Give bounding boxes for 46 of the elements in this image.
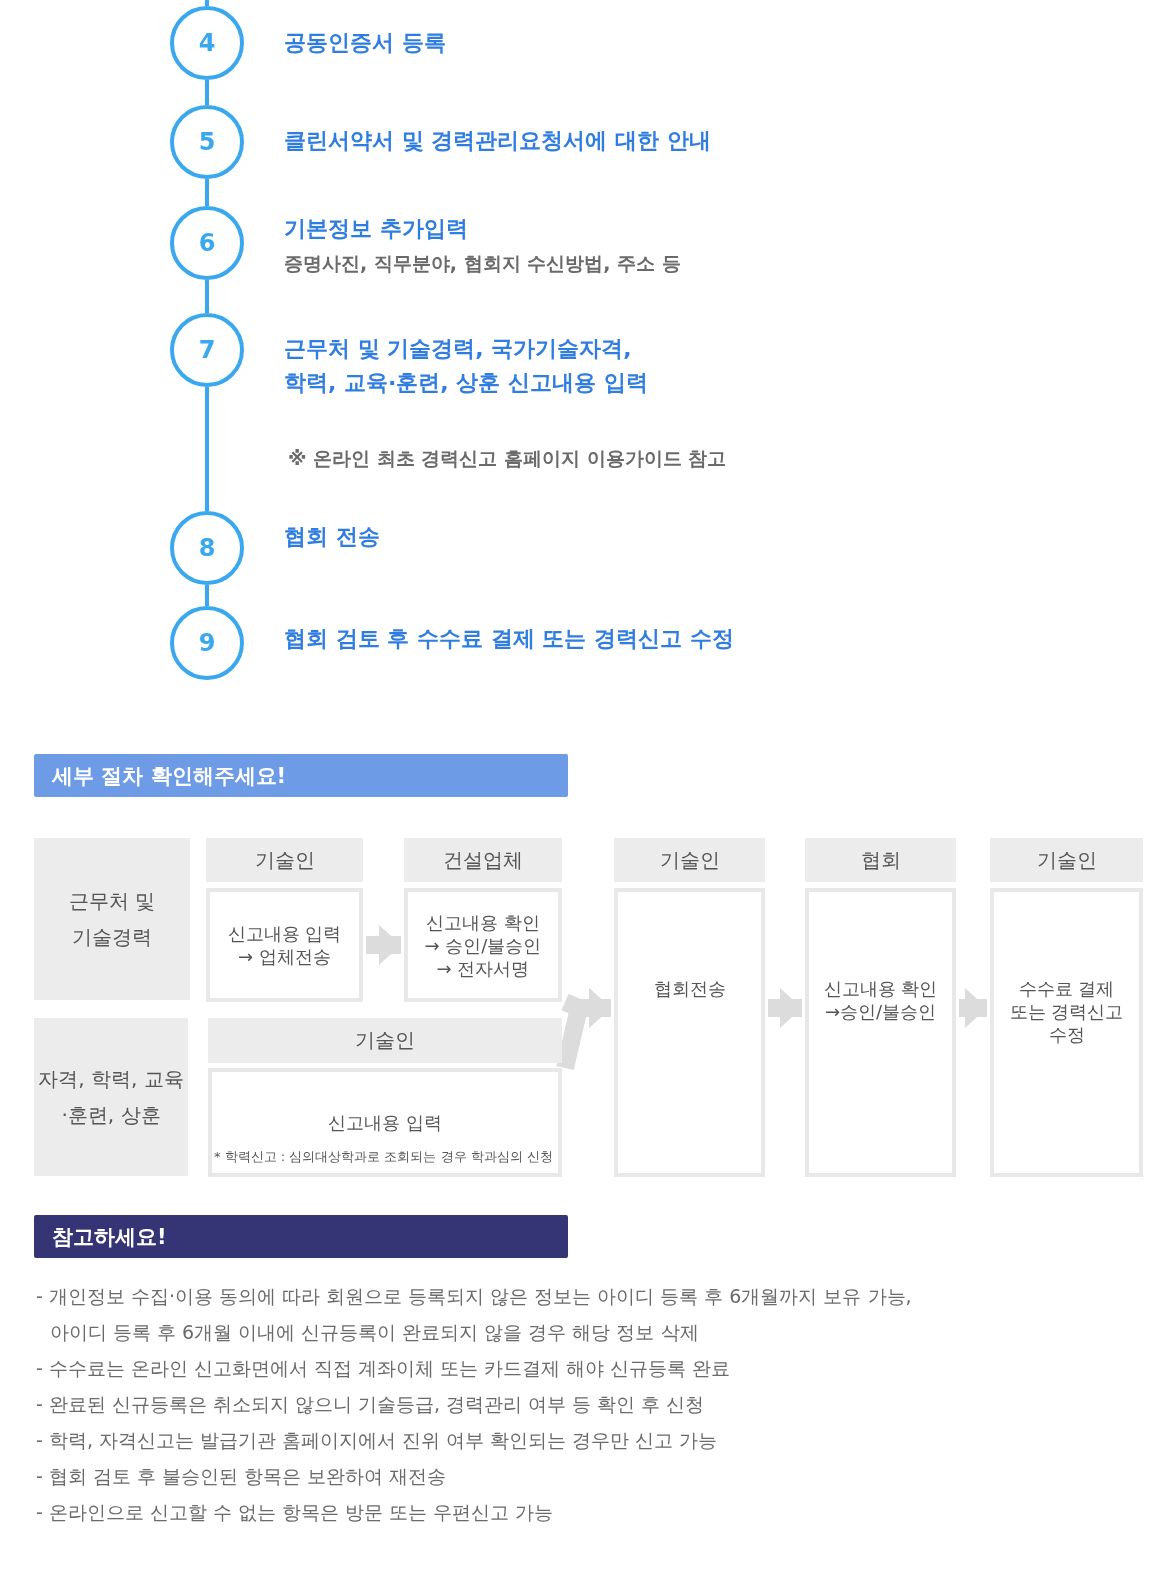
step-title: 공동인증서 등록 bbox=[284, 29, 446, 57]
note-text: ※ 온라인 최초 경력신고 홈페이지 이용가이드 참고 bbox=[288, 446, 728, 471]
row-header: 자격, 학력, 교육·훈련, 상훈 bbox=[34, 1018, 188, 1176]
step-circle: 5 bbox=[170, 105, 244, 179]
note-item: - 완료된 신규등록은 취소되지 않으니 기술등급, 경력관리 여부 등 확인 후 신청 bbox=[36, 1392, 706, 1417]
step-title: 협회 검토 후 수수료 결제 또는 경력신고 수정 bbox=[284, 625, 734, 653]
step-title: 클린서약서 및 경력관리요청서에 대한 안내 bbox=[284, 127, 711, 155]
arrow bbox=[959, 988, 987, 1028]
connector-line bbox=[205, 280, 209, 313]
note-item: - 협회 검토 후 불승인된 항목은 보완하여 재전송 bbox=[36, 1464, 448, 1489]
arrow bbox=[768, 988, 802, 1028]
column-header: 기술인 bbox=[206, 838, 363, 882]
step-title: 근무처 및 기술경력, 국가기술자격, 학력, 교육·훈련, 상훈 신고내용 입력 bbox=[284, 335, 649, 397]
step-circle: 6 bbox=[170, 206, 244, 280]
step-detail: 증명사진, 직무분야, 협회지 수신방법, 주소 등 bbox=[284, 251, 681, 276]
column-header: 협회 bbox=[805, 838, 956, 882]
step-title: 협회 전송 bbox=[284, 523, 380, 551]
step-title: 기본정보 추가입력 bbox=[284, 215, 468, 243]
process-box: 신고내용 입력 * 학력신고 : 심의대상학과로 조회되는 경우 학과심의 신청 bbox=[208, 1068, 562, 1177]
section-banner: 세부 절차 확인해주세요! bbox=[34, 754, 568, 797]
connector-line bbox=[205, 585, 209, 606]
note-item: - 학력, 자격신고는 발급기관 홈페이지에서 진위 여부 확인되는 경우만 신고 가능 bbox=[36, 1428, 719, 1453]
step-circle: 9 bbox=[170, 606, 244, 680]
process-box: 협회전송 bbox=[614, 888, 765, 1177]
step-circle: 8 bbox=[170, 511, 244, 585]
process-box: 신고내용 확인 →승인/불승인 bbox=[805, 888, 956, 1177]
step-circle: 4 bbox=[170, 6, 244, 80]
note-item: - 온라인으로 신고할 수 없는 항목은 방문 또는 우편신고 가능 bbox=[36, 1500, 555, 1525]
column-header: 기술인 bbox=[208, 1018, 562, 1063]
connector-line bbox=[205, 179, 209, 206]
note-item: - 수수료는 온라인 신고화면에서 직접 계좌이체 또는 카드결제 해야 신규등록 완료 bbox=[36, 1356, 732, 1381]
connector-line bbox=[205, 80, 209, 105]
connector-line bbox=[205, 0, 209, 6]
process-box: 수수료 결제 또는 경력신고 수정 bbox=[990, 888, 1143, 1177]
section-banner: 참고하세요! bbox=[34, 1215, 568, 1258]
footnote: * 학력신고 : 심의대상학과로 조회되는 경우 학과심의 신청 bbox=[214, 1148, 553, 1165]
step-circle: 7 bbox=[170, 313, 244, 387]
column-header: 기술인 bbox=[990, 838, 1143, 882]
note-item: - 개인정보 수집·이용 동의에 따라 회원으로 등록되지 않은 정보는 아이디 등록 후 6개월까지 보유 가능, 아이디 등록 후 6개월 이내에 신규등록이 완료되지 않을 경우 해당 정보 삭제 bbox=[36, 1284, 913, 1345]
connector-line bbox=[205, 387, 209, 511]
process-box: 신고내용 입력 → 업체전송 bbox=[206, 888, 363, 1002]
column-header: 기술인 bbox=[614, 838, 765, 882]
column-header: 건설업체 bbox=[404, 838, 562, 882]
row-header: 근무처 및 기술경력 bbox=[34, 838, 190, 1000]
process-box: 신고내용 확인 → 승인/불승인 → 전자서명 bbox=[404, 888, 562, 1002]
arrow bbox=[366, 925, 401, 965]
